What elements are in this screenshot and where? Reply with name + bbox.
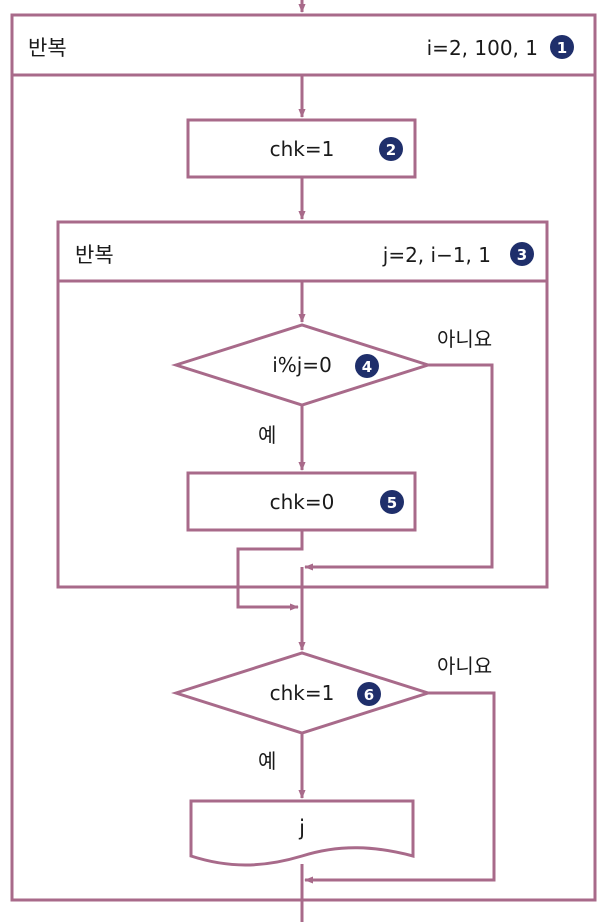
cond-chk-no-label: 아니요 [437,654,492,678]
cond-chk-label: chk=1 [270,681,335,705]
init-chk-badge [379,137,403,161]
cond-mod-no-label: 아니요 [437,327,492,351]
set-chk-label: chk=0 [270,490,335,514]
init-chk-badge-number: 2 [386,141,396,159]
output-label: j [298,816,305,840]
cond-chk-badge-number: 6 [364,686,374,704]
inner-loop-badge [510,242,534,266]
arrow-from-set-chk-merge [236,530,304,611]
cond-chk-yes-label: 예 [258,749,276,773]
cond-mod-badge-number: 4 [362,358,372,376]
set-chk-badge [380,490,404,514]
arrow-no-from-cond-mod [304,363,494,571]
output-document-shape [189,799,415,867]
outer-loop-params: i=2, 100, 1 [427,36,538,60]
arrow-no-from-cond-chk [304,691,496,884]
outer-loop-badge [550,35,574,59]
inner-loop-params: j=2, i−1, 1 [382,243,491,267]
init-chk-label: chk=1 [270,137,335,161]
cond-mod-label: i%j=0 [272,353,332,377]
outer-loop-label: 반복 [28,36,67,60]
set-chk-badge-number: 5 [387,494,397,512]
cond-mod-badge [355,354,379,378]
cond-mod-yes-label: 예 [258,423,276,447]
inner-loop-badge-number: 3 [517,246,527,264]
inner-loop-label: 반복 [75,243,114,267]
cond-chk-badge [357,682,381,706]
outer-loop-badge-number: 1 [557,39,567,57]
